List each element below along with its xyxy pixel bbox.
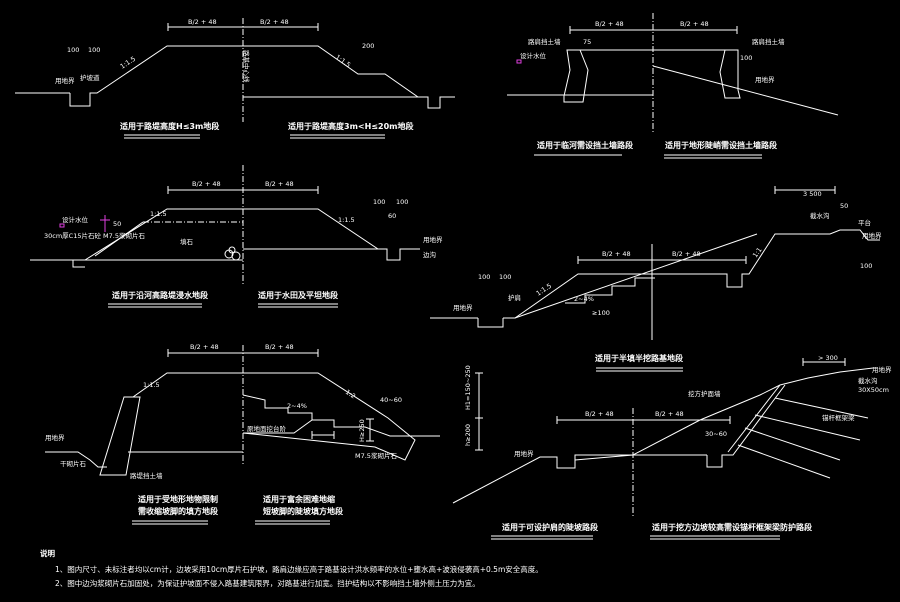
intercept-dim-label: 30X50cm xyxy=(858,386,889,394)
boundary-label: 用地界 xyxy=(423,235,443,244)
caption: 适用于沿河高路堤浸水地段 xyxy=(112,290,208,300)
slope-label: 1:1.5 xyxy=(143,381,160,389)
dim-label: 100 xyxy=(478,273,490,281)
dim-half-width: B/2 + 48 xyxy=(192,180,221,188)
shoulder-label: 护坡道 xyxy=(80,73,100,82)
left-wall xyxy=(563,49,589,103)
dim-label: 100 xyxy=(373,198,385,206)
boundary-label: 用地界 xyxy=(45,433,65,442)
caption: 适用于水田及平坦地段 xyxy=(258,290,338,300)
platform-label: 平台 xyxy=(858,218,871,227)
note-item: 1、图内尺寸、未标注者均以cm计，边坡采用10cm厚片石护坡，路肩边缘应高于路基… xyxy=(55,564,543,574)
grade-label: 2~4% xyxy=(574,295,594,303)
retaining-wall-label: 路堤挡土墙 xyxy=(130,471,163,480)
height-dim-label: h≥200 xyxy=(464,424,472,446)
caption: 适用于可设护肩的陡坡路段 xyxy=(502,522,598,532)
ditch-label: 边沟 xyxy=(423,250,436,259)
fill-layer-label: 原地面挖台阶 xyxy=(247,424,287,433)
notes: 说明 1、图内尺寸、未标注者均以cm计，边坡采用10cm厚片石护坡，路肩边缘应高… xyxy=(40,548,543,588)
caption: 适用于受地形地物限制 xyxy=(138,494,218,504)
section-riverside: B/2 + 48 B/2 + 48 填石 设计水位 50 30cm厚C15片石砼… xyxy=(30,165,443,308)
caption: 适用于挖方边坡较高需设锚杆框架梁防护路段 xyxy=(652,522,812,532)
dim-label: 100 xyxy=(396,198,408,206)
slope-label: 1:2 xyxy=(344,388,357,400)
caption: 适用于地形陡峭需设挡土墙路段 xyxy=(665,140,777,150)
slope-label: 1:1 xyxy=(751,246,764,259)
section-retaining-wall: B/2 + 48 B/2 + 48 路肩挡土墙 路肩挡土墙 设计水位 用地界 1… xyxy=(507,13,839,159)
section-anchor-frame: H1=150~250 h≥200 B/2 + 48 B/2 + 48 30~60… xyxy=(452,354,892,540)
boundary-label: 用地界 xyxy=(872,365,892,374)
boundary-label: 用地界 xyxy=(514,449,534,458)
dim-half-width: B/2 + 48 xyxy=(265,180,294,188)
boundary-label: 用地界 xyxy=(453,303,473,312)
slope-label: 1:1.5 xyxy=(334,53,352,69)
dim-label: 100 xyxy=(88,46,100,54)
slope-label: 1:1.5 xyxy=(338,216,355,224)
slope-label: 1:1.5 xyxy=(150,210,167,218)
caption: 需收缩坡脚的填方地段 xyxy=(138,506,218,516)
dim-label: > 300 xyxy=(818,354,838,362)
boundary-label: 用地界 xyxy=(862,231,882,240)
dim-label: 75 xyxy=(583,38,591,46)
section-half-fill: 3 500 B/2 + 48 B/2 + 48 2~4% ≥100 1:1.5 … xyxy=(430,186,882,372)
intercept-label: 截水沟 xyxy=(810,211,830,220)
dim-label: 100 xyxy=(860,262,872,270)
guard-text: 30cm厚C15片石砼 M7.5浆砌片石 xyxy=(44,231,145,240)
caption: 适用于路堤高度3m<H≤20m地段 xyxy=(288,121,413,131)
retaining-wall-label: 路肩挡土墙 xyxy=(528,37,561,46)
boundary-label: 用地界 xyxy=(55,76,75,85)
water-level-marker xyxy=(516,59,522,64)
dim-half-width: B/2 + 48 xyxy=(672,250,701,258)
dim-half-width: B/2 + 48 xyxy=(585,410,614,418)
dim-half-width: B/2 + 48 xyxy=(260,18,289,26)
design-water-label: 设计水位 xyxy=(62,215,89,224)
retaining-wall-label: 路肩挡土墙 xyxy=(752,37,785,46)
dim-label: 40~60 xyxy=(380,396,402,404)
centerline-label: 路基中心线 xyxy=(242,50,251,83)
notes-title: 说明 xyxy=(40,548,55,558)
caption: 适用于富余困难地缩 xyxy=(263,494,335,504)
dim-half-width: B/2 + 48 xyxy=(265,343,294,351)
dim-label: 50 xyxy=(840,202,848,210)
intercept-label: 截水沟 xyxy=(858,376,878,385)
dim-label: 60 xyxy=(388,212,396,220)
dim-half-width: B/2 + 48 xyxy=(190,343,219,351)
dim-label: 3 500 xyxy=(803,190,822,198)
dim-half-width: B/2 + 48 xyxy=(602,250,631,258)
dim-label: 200 xyxy=(362,42,374,50)
caption: 适用于半填半挖路基地段 xyxy=(595,353,683,363)
note-item: 2、图中边沟浆砌片石加固处，为保证护坡面不侵入路基建筑限界，对路基进行加宽。挡护… xyxy=(55,578,480,588)
mortar-label: M7.5浆砌片石 xyxy=(355,451,397,460)
section-contracted-foot: B/2 + 48 B/2 + 48 2~4% 原地面挖台阶 40~60 H≥25… xyxy=(45,343,440,525)
dim-label: 30~60 xyxy=(705,430,727,438)
height-dim-label: H≥250 xyxy=(358,419,366,442)
cut-wall-label: 挖方护面墙 xyxy=(688,389,721,398)
step-label: ≥100 xyxy=(592,309,610,317)
dim-label: 100 xyxy=(67,46,79,54)
grade-label: 2~4% xyxy=(287,402,307,410)
protect-label: 护肩 xyxy=(508,293,521,302)
stone-guard-label: 干砌片石 xyxy=(60,459,87,468)
caption: 适用于临河需设挡土墙路段 xyxy=(537,140,633,150)
section-embankment: B/2 + 48 B/2 + 48 1:1.5 1:1.5 用地界 护坡道 10… xyxy=(15,18,455,139)
dim-label: 100 xyxy=(740,54,752,62)
height-dim-label: H1=150~250 xyxy=(464,365,472,410)
rock-label: 填石 xyxy=(180,237,194,246)
dim-half-width: B/2 + 48 xyxy=(655,410,684,418)
dim-half-width: B/2 + 48 xyxy=(188,18,217,26)
caption: 适用于路堤高度H≤3m地段 xyxy=(120,121,219,131)
right-wall xyxy=(719,49,741,99)
retaining-wall xyxy=(99,396,141,476)
slope-label: 1:1.5 xyxy=(535,282,553,298)
design-water-label: 设计水位 xyxy=(520,51,547,60)
dim-half-width: B/2 + 48 xyxy=(680,20,709,28)
dim-half-width: B/2 + 48 xyxy=(595,20,624,28)
dim-label: 50 xyxy=(113,220,121,228)
boundary-label: 用地界 xyxy=(755,75,775,84)
water-level-marker xyxy=(59,223,65,228)
anchor-label: 锚杆框架梁 xyxy=(822,413,855,422)
caption: 短坡脚的陡坡填方地段 xyxy=(263,506,343,516)
dim-label: 100 xyxy=(499,273,511,281)
